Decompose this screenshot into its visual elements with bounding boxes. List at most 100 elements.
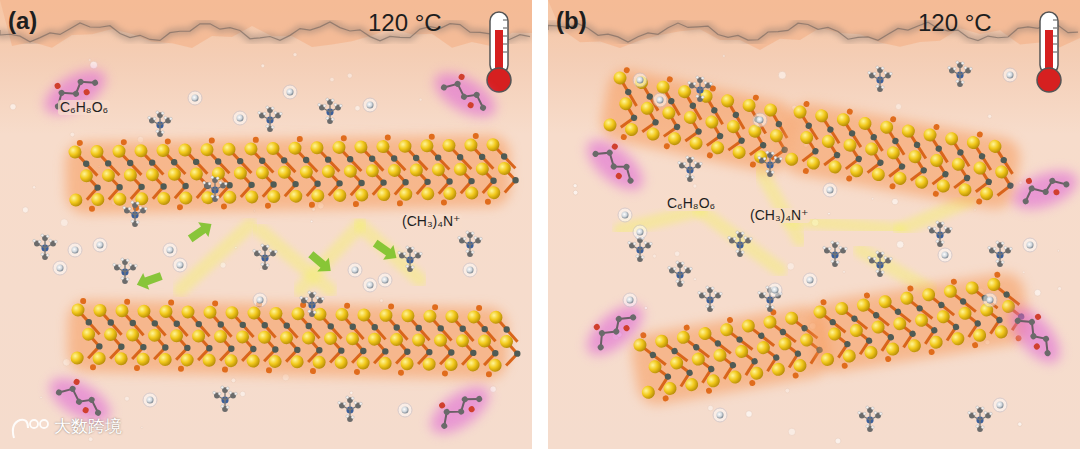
art-shape xyxy=(303,157,310,164)
art-shape xyxy=(346,332,359,345)
art-shape xyxy=(892,171,907,186)
art-shape xyxy=(457,154,464,161)
art-shape xyxy=(404,348,411,355)
art-shape xyxy=(159,353,172,366)
art-shape xyxy=(899,291,914,306)
art-shape xyxy=(77,140,83,146)
art-shape xyxy=(441,200,447,206)
art-shape xyxy=(731,145,746,160)
art-shape xyxy=(357,308,370,321)
molecule xyxy=(868,251,892,277)
art-shape xyxy=(168,300,174,306)
green-arrow xyxy=(134,267,165,293)
art-shape xyxy=(313,308,326,321)
art-shape xyxy=(426,349,433,356)
art-shape xyxy=(177,262,184,269)
art-shape xyxy=(733,237,736,240)
art-shape xyxy=(237,158,244,165)
art-shape xyxy=(666,76,673,83)
art-shape xyxy=(88,437,93,442)
art-shape xyxy=(865,337,872,344)
art-shape xyxy=(93,352,106,365)
art-shape xyxy=(860,250,930,290)
art-shape xyxy=(667,131,682,146)
art-shape xyxy=(1027,242,1034,249)
art-shape xyxy=(391,155,398,162)
art-shape xyxy=(901,124,916,139)
art-shape xyxy=(234,167,247,180)
art-shape xyxy=(203,306,216,319)
art-shape xyxy=(420,139,433,152)
art-shape xyxy=(360,225,420,280)
art-shape xyxy=(1053,20,1057,21)
art-shape xyxy=(422,358,435,371)
art-shape xyxy=(46,235,49,238)
art-shape xyxy=(403,252,406,255)
art-shape xyxy=(212,300,218,306)
art-shape xyxy=(263,112,266,115)
art-shape xyxy=(300,165,313,178)
art-shape xyxy=(894,308,901,315)
molecule xyxy=(823,241,847,267)
art-shape xyxy=(647,359,662,374)
art-shape xyxy=(310,141,323,154)
temperature-label: 120 °C xyxy=(368,10,442,36)
art-shape xyxy=(1022,177,1067,201)
art-shape xyxy=(354,401,357,404)
art-shape xyxy=(177,204,183,210)
art-shape xyxy=(691,176,694,179)
art-shape xyxy=(351,416,354,419)
art-shape xyxy=(465,186,478,199)
art-shape xyxy=(857,116,872,131)
molecule xyxy=(148,111,172,137)
art-shape xyxy=(836,261,839,264)
ascorbic-acid xyxy=(37,60,112,123)
art-shape xyxy=(1033,342,1041,350)
art-shape xyxy=(412,333,425,346)
art-shape xyxy=(272,346,279,353)
art-shape xyxy=(856,298,871,313)
ascorbic-acid xyxy=(428,63,503,126)
art-shape xyxy=(112,145,125,158)
art-shape xyxy=(1028,185,1036,193)
art-shape xyxy=(964,66,967,69)
art-shape xyxy=(333,189,346,202)
crystal-layer xyxy=(628,301,833,408)
art-shape xyxy=(104,328,117,341)
art-shape xyxy=(695,128,703,136)
art-shape xyxy=(792,358,807,373)
art-shape xyxy=(126,259,129,262)
art-shape xyxy=(245,190,258,203)
molecule xyxy=(698,286,722,312)
art-shape xyxy=(60,219,68,227)
art-shape xyxy=(461,395,469,403)
art-shape xyxy=(271,107,274,110)
art-shape xyxy=(479,237,482,240)
art-shape xyxy=(649,242,652,245)
art-shape xyxy=(178,366,184,372)
art-shape xyxy=(958,306,973,321)
art-shape xyxy=(1008,163,1080,216)
art-shape xyxy=(736,231,739,234)
art-shape xyxy=(415,325,422,332)
art-shape xyxy=(83,161,90,168)
art-shape xyxy=(669,355,684,370)
art-shape xyxy=(1042,335,1050,343)
art-shape xyxy=(706,373,721,388)
art-shape xyxy=(778,71,786,79)
art-shape xyxy=(131,220,134,223)
art-shape xyxy=(1001,299,1069,372)
art-shape xyxy=(741,251,744,254)
art-shape xyxy=(274,250,277,253)
art-shape xyxy=(935,145,942,152)
art-shape xyxy=(163,243,177,257)
molecule xyxy=(338,396,362,422)
panel-label: (b) xyxy=(556,8,587,34)
art-shape xyxy=(994,324,1009,339)
art-shape xyxy=(82,328,95,341)
art-shape xyxy=(691,157,694,160)
art-shape xyxy=(468,178,475,185)
art-shape xyxy=(423,310,436,323)
art-shape xyxy=(349,324,356,331)
art-shape xyxy=(165,138,171,144)
